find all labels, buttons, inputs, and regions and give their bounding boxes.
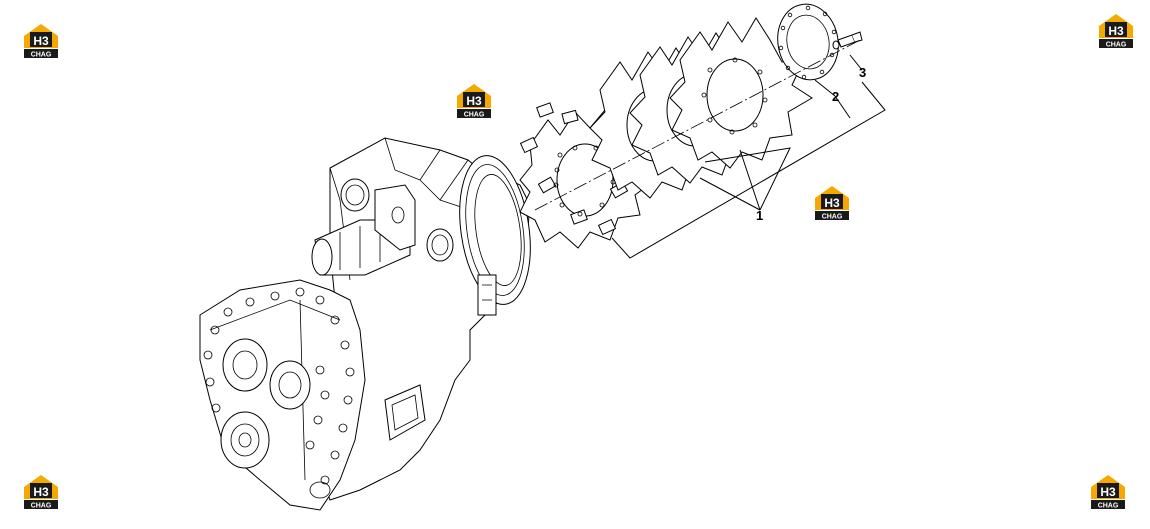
brand-logo-mark: H3 [1108,24,1124,38]
centerline [534,39,861,211]
transmission-assembly [199,137,531,511]
callout-2: 2 [832,89,839,104]
brand-logo-mark: H3 [466,94,482,108]
callout-1: 1 [756,208,763,223]
brand-logo-sub: CHAG [1098,503,1119,510]
callout-3: 3 [859,65,866,80]
drive-plate-stack [519,17,813,249]
brand-logo-mark: H3 [824,196,840,210]
brand-logo-mark: H3 [33,485,49,499]
brand-logo-sub: CHAG [31,52,52,59]
brand-logo-sub: CHAG [822,214,843,221]
leader-lines [611,54,886,259]
brand-logo-mark: H3 [33,34,49,48]
brand-logo-sub: CHAG [464,112,485,119]
brand-logo-mark: H3 [1100,485,1116,499]
brand-logo-sub: CHAG [1106,42,1127,49]
mounting-ring [777,3,839,81]
brand-logo-sub: CHAG [31,503,52,510]
